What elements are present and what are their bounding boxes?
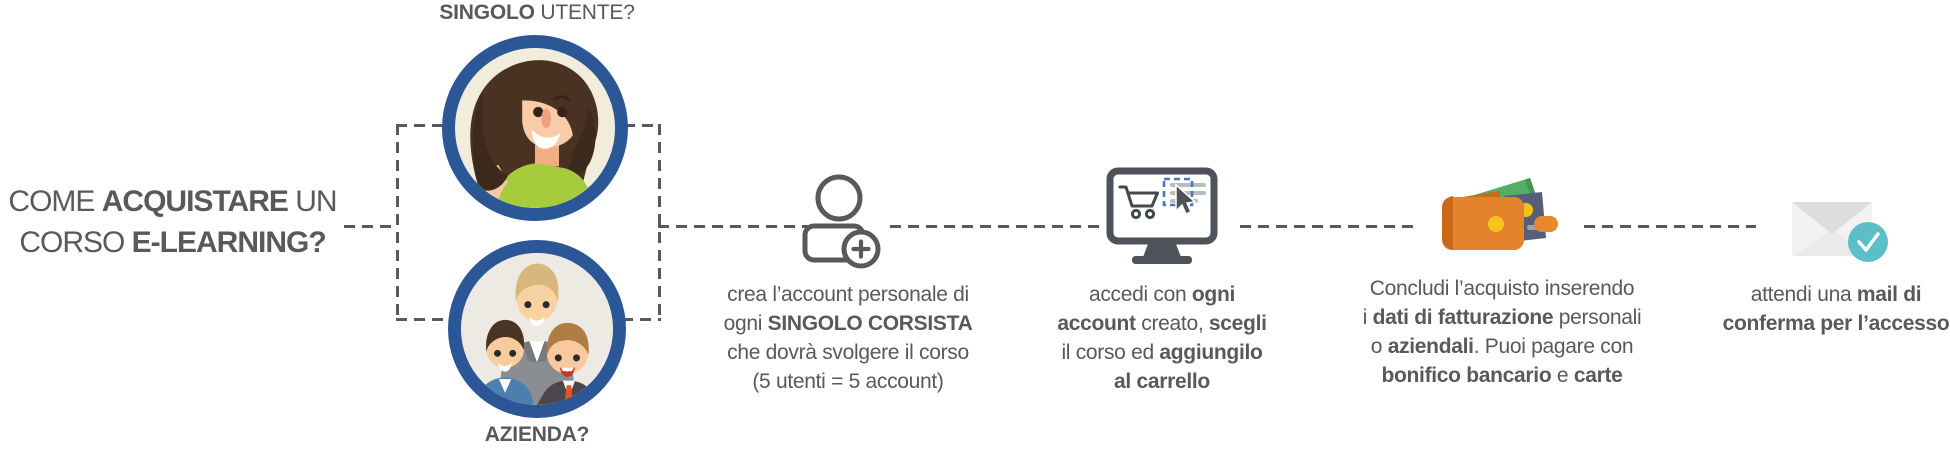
- connector-branch-step1: [658, 225, 808, 228]
- single-user-avatar: [442, 35, 628, 221]
- add-user-icon: [802, 174, 881, 269]
- branch-stub-bottom-right: [622, 318, 661, 321]
- branch-stub-top-left: [396, 124, 448, 127]
- woman-illustration: [455, 48, 615, 208]
- wallet-icon: [1442, 178, 1558, 250]
- mail-check-icon: [1792, 202, 1888, 262]
- single-user-label: SINGOLO UTENTE?: [439, 1, 635, 24]
- connector-step2-step3: [1240, 225, 1416, 228]
- team-illustration: [461, 253, 613, 405]
- connector-step1-step2: [890, 225, 1106, 228]
- company-avatar: [448, 240, 626, 418]
- branch-stub-bottom-left: [396, 318, 450, 321]
- connector-step3-step4: [1584, 225, 1756, 228]
- branch-stub-top-right: [624, 124, 661, 127]
- branch-bracket-left: [396, 124, 399, 321]
- branch-bracket-right: [658, 124, 661, 321]
- monitor-cart-icon: [1106, 167, 1218, 264]
- company-label: AZIENDA?: [484, 423, 590, 446]
- connector-title-branch: [344, 225, 398, 228]
